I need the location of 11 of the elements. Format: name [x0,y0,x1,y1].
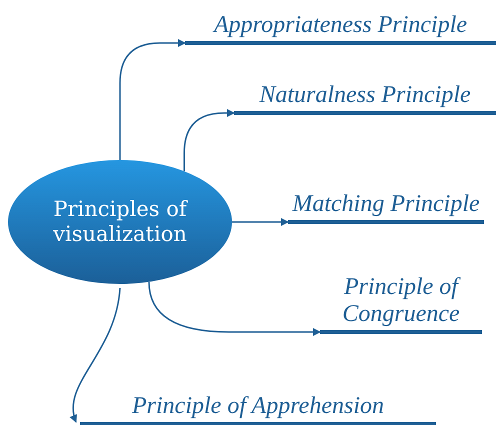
branch-text: Appropriateness Principle [214,12,468,40]
arrow [232,218,289,226]
arrow [148,282,321,336]
arrow [70,288,121,423]
arrow [119,39,186,160]
branch-text: Principle of Apprehension [132,393,384,422]
branch-text: Matching Principle [292,191,480,220]
topic-text: Principles of visualization [52,196,189,248]
branch-text: Principle of Congruence [341,274,462,330]
branch-text: Naturalness Principle [259,82,471,110]
arrow [184,109,235,172]
